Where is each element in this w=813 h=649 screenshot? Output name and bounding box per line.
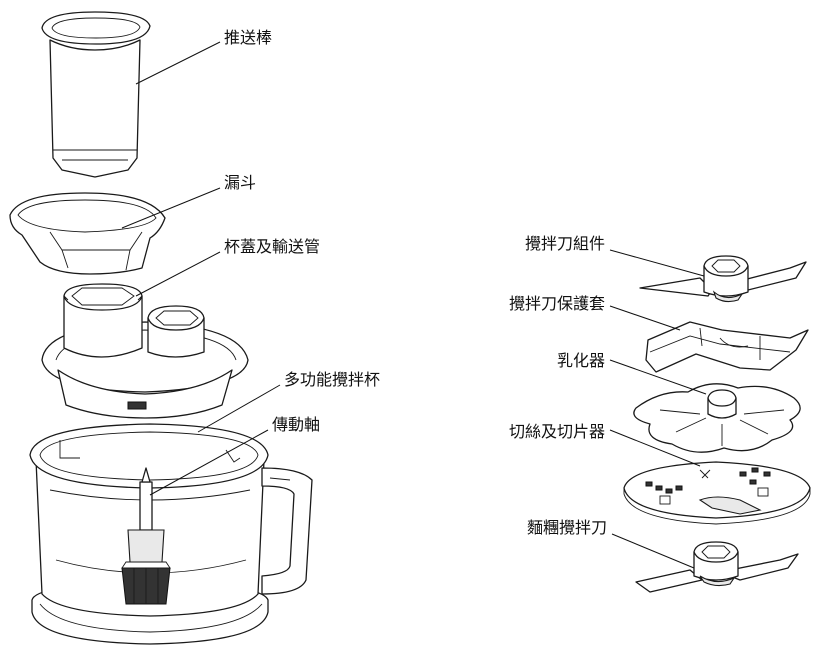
blade-assembly-part: [639, 255, 807, 303]
emulsifier-part: [633, 383, 801, 453]
leader-shaft: [149, 429, 269, 496]
pusher-part: [41, 11, 151, 178]
leader-emulsifier: [609, 359, 707, 395]
leader-slicer: [609, 429, 701, 467]
lid-feed-tube-part: [41, 283, 249, 419]
label-emulsifier: 乳化器: [556, 351, 605, 370]
funnel-part: [9, 192, 166, 275]
dough-blade-part: [635, 541, 799, 593]
label-drive-shaft: 傳動軸: [272, 415, 321, 434]
label-funnel: 漏斗: [224, 173, 257, 192]
leader-pusher: [135, 41, 221, 85]
leader-dough-blade: [611, 533, 695, 569]
label-slicer-shredder: 切絲及切片器: [508, 422, 605, 441]
slicer-shredder-part: [623, 461, 811, 525]
label-blade-guard: 攪拌刀保護套: [508, 294, 605, 313]
leader-lid: [135, 251, 221, 297]
label-dough-blade: 麵糰攪拌刀: [526, 518, 607, 537]
leader-blade-assembly: [609, 249, 705, 277]
leader-blade-guard: [609, 305, 681, 331]
label-bowl: 多功能攪拌杯: [284, 370, 381, 389]
leader-lines: [121, 41, 707, 569]
leader-bowl: [197, 384, 281, 433]
blade-guard-part: [645, 321, 809, 373]
label-lid-feed-tube: 杯蓋及輸送管: [224, 237, 321, 256]
label-blade-assembly: 攪拌刀組件: [524, 234, 605, 253]
leader-funnel: [121, 187, 221, 229]
bowl-part: [29, 423, 313, 645]
label-pusher: 推送棒: [224, 28, 273, 47]
